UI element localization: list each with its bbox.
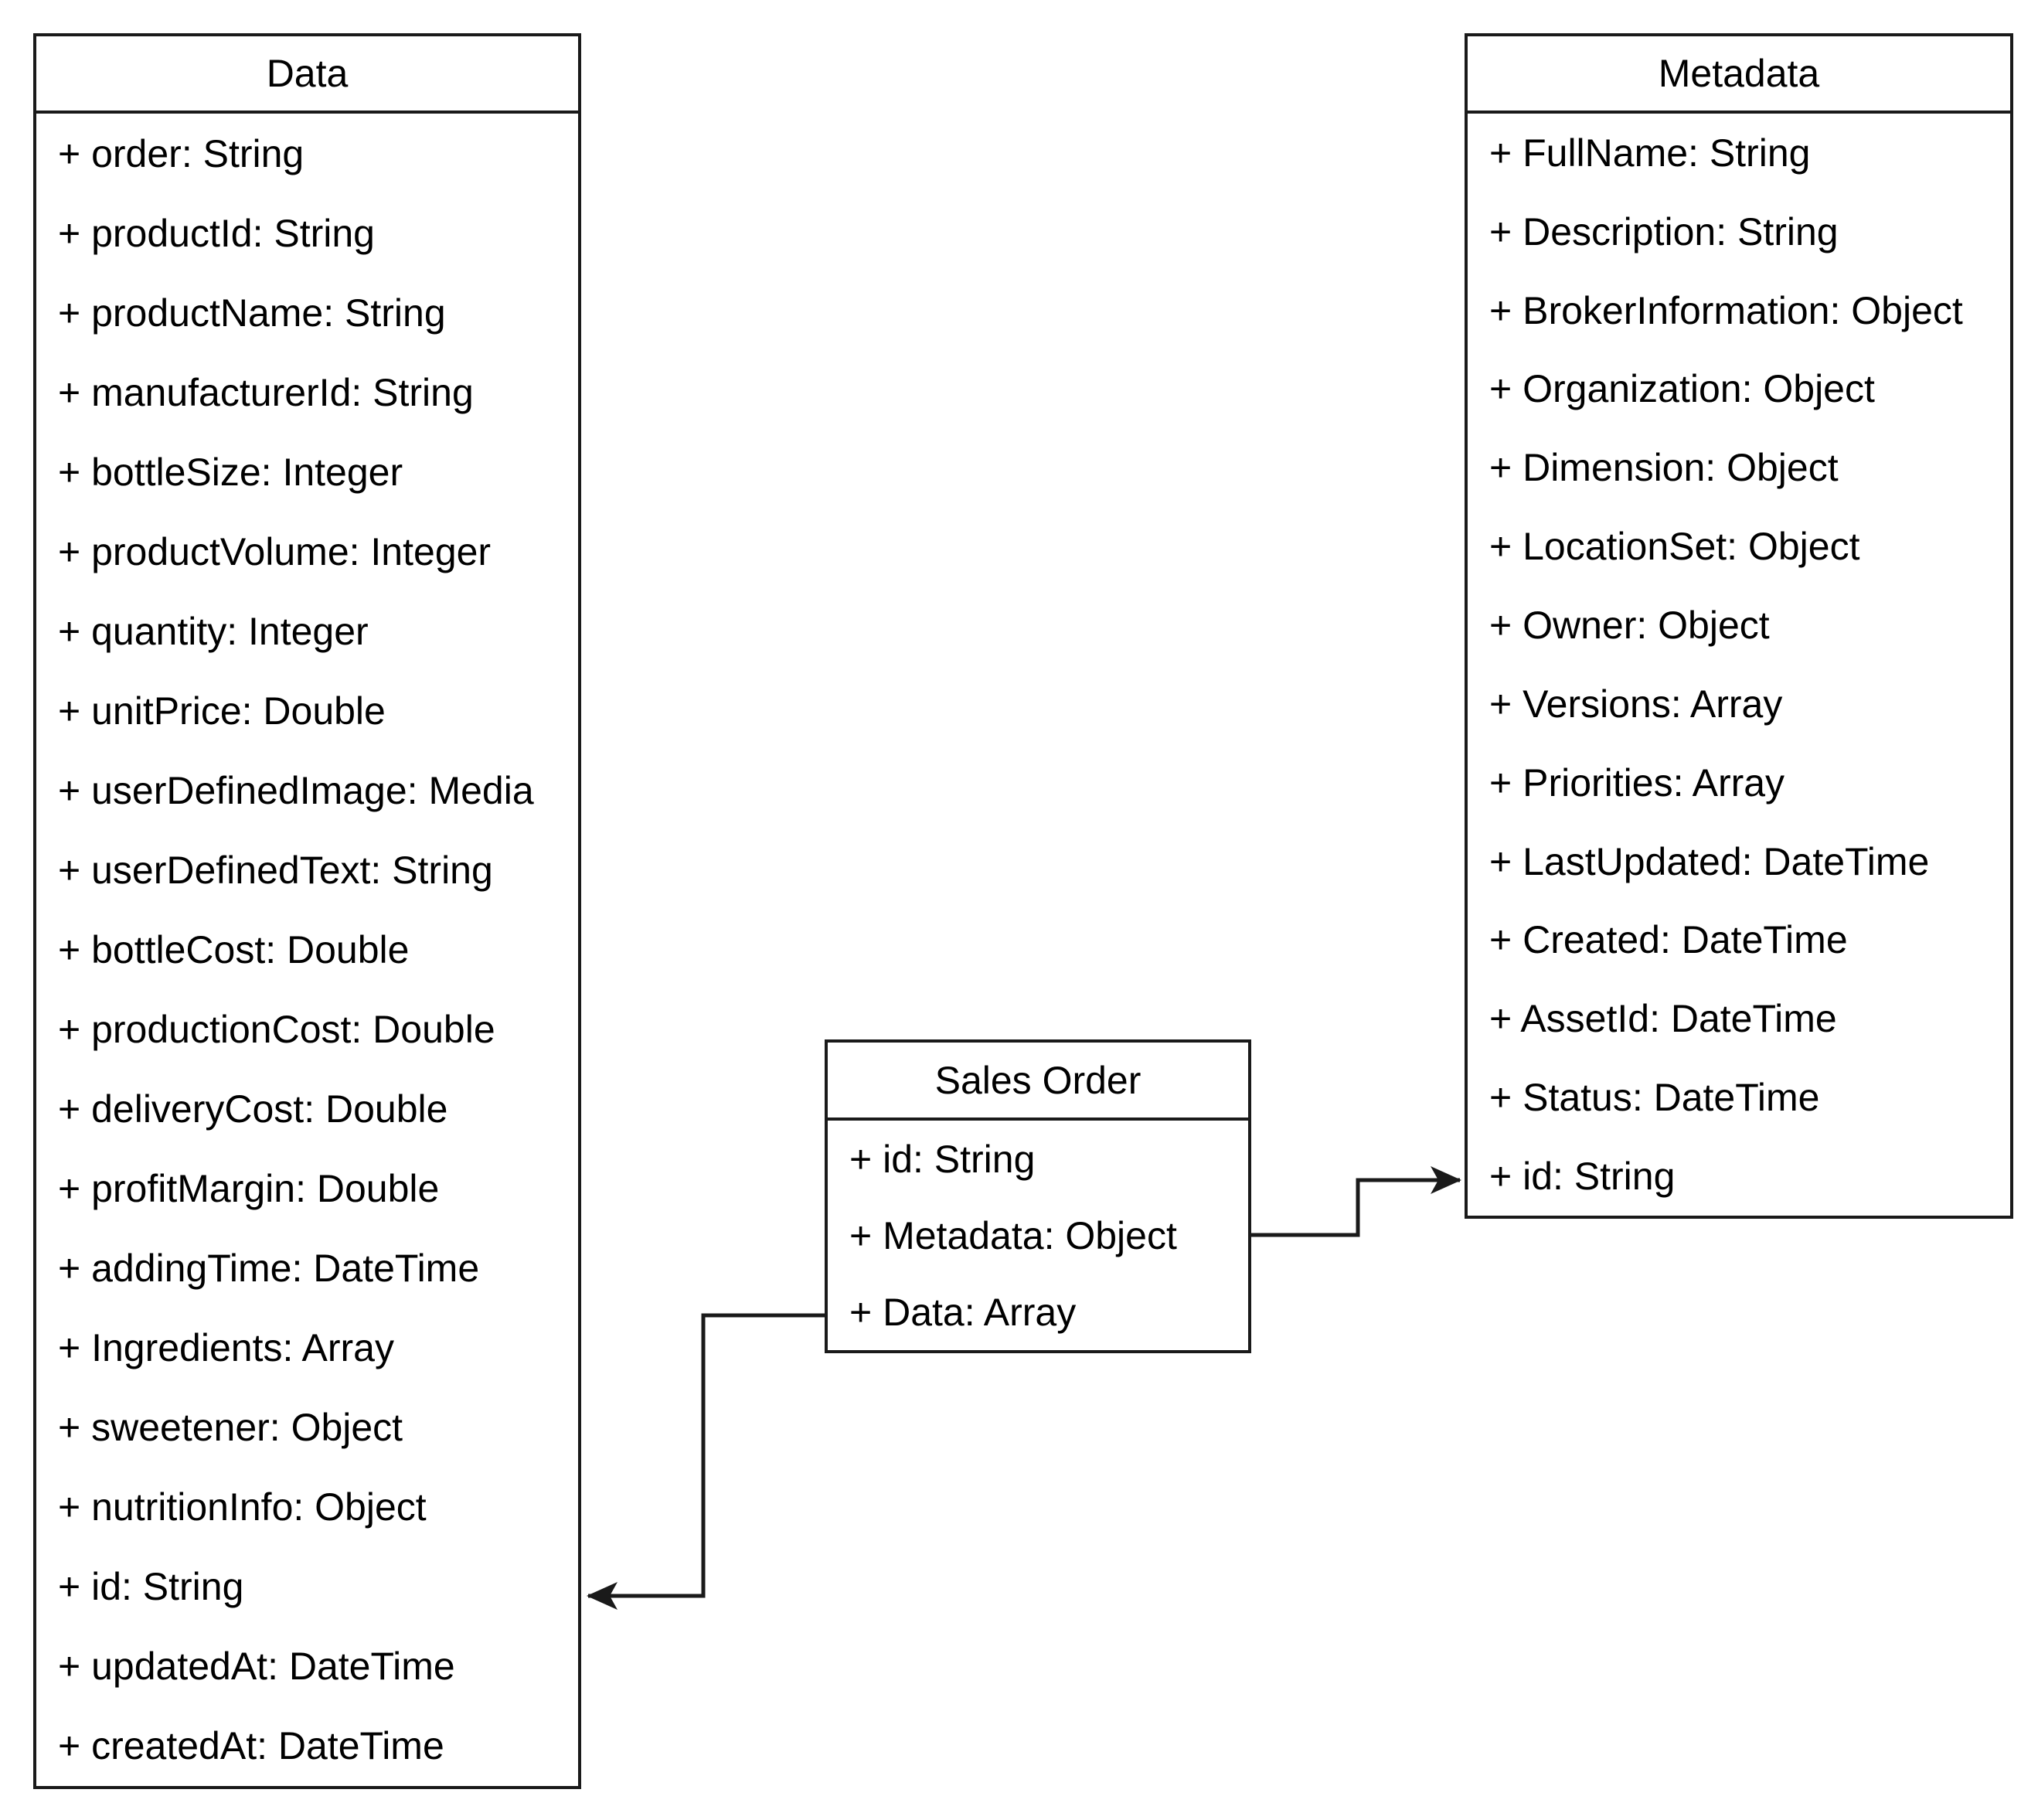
field-row: + productName: String [58,291,446,335]
class-box-data: Data + order: String+ productId: String+… [33,33,581,1789]
field-row: + Created: DateTime [1489,918,1848,962]
field-row: + LocationSet: Object [1489,525,1860,569]
field-row: + id: String [58,1565,244,1609]
field-row: + BrokerInformation: Object [1489,288,1963,332]
field-row: + nutritionInfo: Object [58,1485,427,1529]
connector-salesorder-to-metadata [1251,1166,1461,1237]
class-fields-metadata: + FullName: String + Description: String +… [1468,114,2010,1216]
field-row: + sweetener: Object [58,1406,403,1450]
field-row: + bottleCost: Double [58,927,410,971]
field-row: + Status: DateTime [1489,1076,1820,1120]
field-row: + Priorities: Array [1489,760,1785,805]
class-box-sales-order: Sales Order + id: String + Metadata: Obje… [825,1039,1251,1353]
field-row: + Versions: Array [1489,682,1783,726]
field-row: + Metadata: Object [849,1213,1177,1257]
class-fields-sales-order: + id: String + Metadata: Object + Data: Ar… [828,1121,1248,1350]
field-row: + userDefinedImage: Media [58,768,534,812]
field-row: + createdAt: DateTime [58,1724,444,1768]
class-fields-data: + order: String + productId: String + prod… [36,114,578,1786]
field-row: + productId: String [58,211,375,255]
class-box-metadata: Metadata + FullName: String + Description… [1465,33,2013,1219]
field-row: + addingTime: DateTime [58,1247,480,1291]
field-row: + userDefinedText: String [58,848,493,892]
field-row: + AssetId: DateTime [1489,997,1837,1041]
field-row: + Dimension: Object [1489,446,1839,490]
field-row: + bottleSize: Integer [58,450,403,494]
field-row: + Organization: Object [1489,367,1875,411]
field-row: + deliveryCost: Double [58,1087,448,1131]
field-row: + LastUpdated: DateTime [1489,839,1930,883]
field-row: + id: String [1489,1154,1676,1198]
field-row: + Data: Array [849,1290,1077,1334]
field-row: + productionCost: Double [58,1008,495,1052]
class-title-metadata: Metadata [1468,36,2010,114]
field-row: + id: String [849,1137,1036,1181]
field-row: + Ingredients: Array [58,1326,394,1370]
field-row: + Description: String [1489,209,1839,253]
field-row: + updatedAt: DateTime [58,1645,455,1689]
field-row: + unitPrice: Double [58,689,386,733]
field-row: + profitMargin: Double [58,1167,440,1211]
class-title-data: Data [36,36,578,114]
field-row: + order: String [58,131,305,175]
class-title-sales-order: Sales Order [828,1043,1248,1121]
field-row: + quantity: Integer [58,609,369,653]
field-row: + manufacturerId: String [58,370,474,414]
field-row: + Owner: Object [1489,603,1770,647]
field-row: + productVolume: Integer [58,529,492,573]
connector-salesorder-to-data [587,1313,825,1610]
field-row: + FullName: String [1489,131,1811,175]
